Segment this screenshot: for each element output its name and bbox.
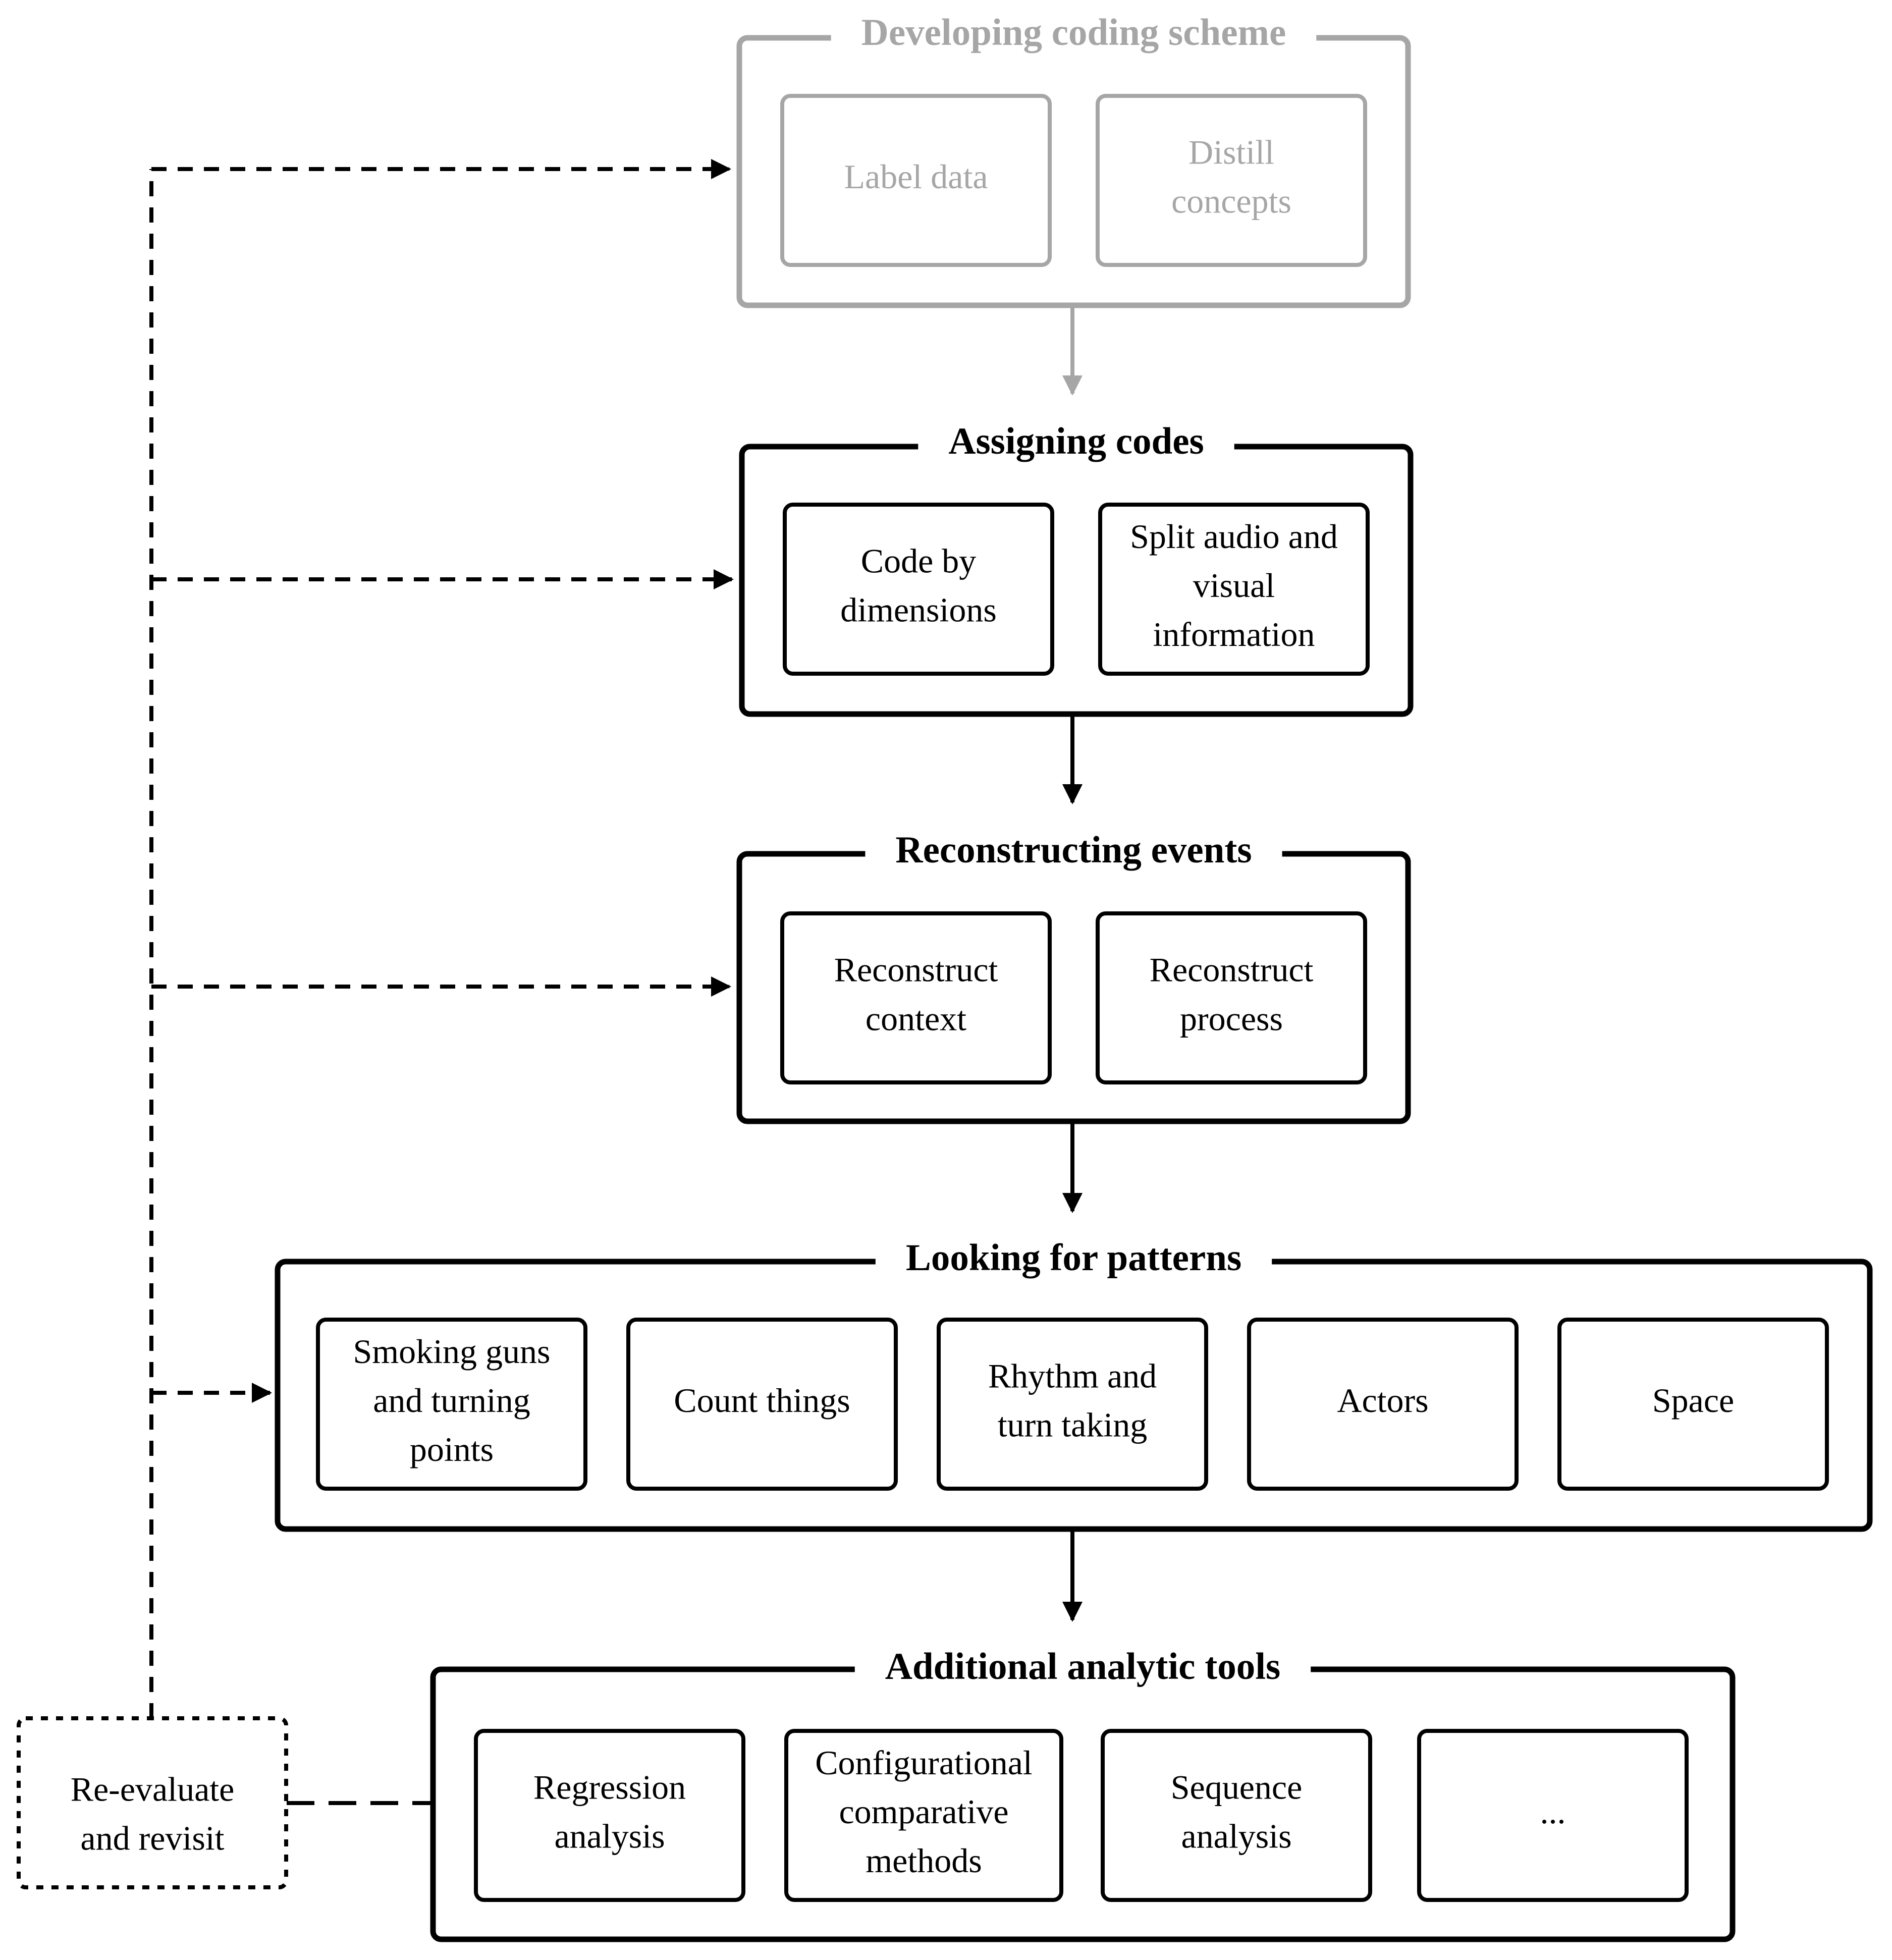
stage-item-box xyxy=(474,1729,745,1902)
stage-item-label-line: analysis xyxy=(1181,1817,1291,1856)
stage-item-label-line: Distill xyxy=(1188,133,1274,172)
stage-item: Space xyxy=(1557,1318,1829,1491)
stage-item-box xyxy=(784,1729,1063,1902)
stage-item-label-line: Smoking guns xyxy=(353,1332,550,1371)
stage-item-box xyxy=(1098,503,1370,676)
stage-item: Distill concepts xyxy=(1096,94,1367,267)
stage-item: Smoking guns and turning points xyxy=(316,1318,587,1491)
stage-title-gap xyxy=(854,1659,1311,1679)
stage-title: Looking for patterns xyxy=(906,1237,1241,1279)
stage-item-box xyxy=(783,503,1054,676)
stage-title-gap xyxy=(831,28,1317,48)
stage-title-gap xyxy=(875,1251,1272,1272)
stage-item-label-line: comparative xyxy=(839,1792,1008,1831)
stage-item: Actors xyxy=(1247,1318,1519,1491)
stage-item: Sequence analysis xyxy=(1101,1729,1372,1902)
stage-item-label-line: concepts xyxy=(1171,182,1291,221)
stage-item-label-line: Split audio and xyxy=(1130,517,1338,556)
stage-item-box xyxy=(1247,1318,1519,1491)
stage-item-label-line: context xyxy=(866,1000,966,1038)
stage-item: Split audio and visual information xyxy=(1098,503,1370,676)
stage-item-label-line: methods xyxy=(866,1841,982,1880)
stage-item-label-line: Reconstruct xyxy=(834,951,998,989)
stage-item-box xyxy=(626,1318,898,1491)
stage-title: Reconstructing events xyxy=(895,829,1252,871)
feedback-label-line-1: Re-evaluate xyxy=(71,1770,235,1809)
stage-title: Additional analytic tools xyxy=(885,1646,1280,1687)
stage-item-label-line: Configurational xyxy=(815,1744,1033,1782)
stage-item-box xyxy=(1096,911,1367,1084)
stage-item-label-line: Regression xyxy=(533,1768,686,1807)
feedback-label-line-2: and revisit xyxy=(80,1819,224,1858)
stage-item-label-line: Rhythm and xyxy=(988,1357,1157,1395)
stage-item-label-line: process xyxy=(1180,1000,1283,1038)
stage-item: Reconstruct context xyxy=(780,911,1052,1084)
stage-item: Rhythm and turn taking xyxy=(937,1318,1208,1491)
stage-title: Developing coding scheme xyxy=(861,12,1286,53)
stage-item-box xyxy=(937,1318,1208,1491)
stage-title-gap xyxy=(918,437,1234,457)
stage-item-box xyxy=(316,1318,587,1491)
stage-item-label-line: Actors xyxy=(1337,1381,1428,1420)
stage-item-label-line: information xyxy=(1153,615,1315,654)
stage-item-box xyxy=(1101,1729,1372,1902)
stage-item-label-line: and turning xyxy=(373,1381,530,1420)
stage-item-box xyxy=(1557,1318,1829,1491)
stage-reconstructing-events: Reconstructing eventsReconstructcontextR… xyxy=(736,829,1411,1124)
stage-item: Reconstruct process xyxy=(1096,911,1367,1084)
stage-item-label-line: ... xyxy=(1540,1792,1566,1831)
stage-item: Regression analysis xyxy=(474,1729,745,1902)
feedback-box: Re-evaluate and revisit xyxy=(17,1716,288,1889)
stage-item: Count things xyxy=(626,1318,898,1491)
stage-item-label-line: Space xyxy=(1652,1381,1734,1420)
stage-title-gap xyxy=(865,844,1282,864)
stage-item: Code by dimensions xyxy=(783,503,1054,676)
stage-item-label-line: dimensions xyxy=(840,591,997,629)
stage-item-label-line: Reconstruct xyxy=(1150,951,1314,989)
stage-item-box xyxy=(780,911,1052,1084)
stage-item-label-line: Sequence xyxy=(1171,1768,1303,1807)
stage-item-label-line: visual xyxy=(1193,566,1275,605)
stage-item: Configurational comparative methods xyxy=(784,1729,1063,1902)
stage-item-box xyxy=(780,94,1052,267)
stage-item-box xyxy=(1417,1729,1689,1902)
stage-item-label-line: Count things xyxy=(674,1381,850,1420)
stage-item-label-line: Code by xyxy=(861,542,977,580)
stage-item-label-line: turn taking xyxy=(998,1406,1148,1444)
stage-item-label-line: Label data xyxy=(844,157,988,196)
stage-item-box xyxy=(1096,94,1367,267)
stage-title: Assigning codes xyxy=(948,420,1204,462)
stage-item-label-line: points xyxy=(410,1430,494,1468)
stage-item: Label data xyxy=(780,94,1052,267)
stage-item-label-line: analysis xyxy=(554,1817,665,1856)
stage-item: ... xyxy=(1417,1729,1689,1902)
feedback-box-border xyxy=(17,1716,288,1889)
